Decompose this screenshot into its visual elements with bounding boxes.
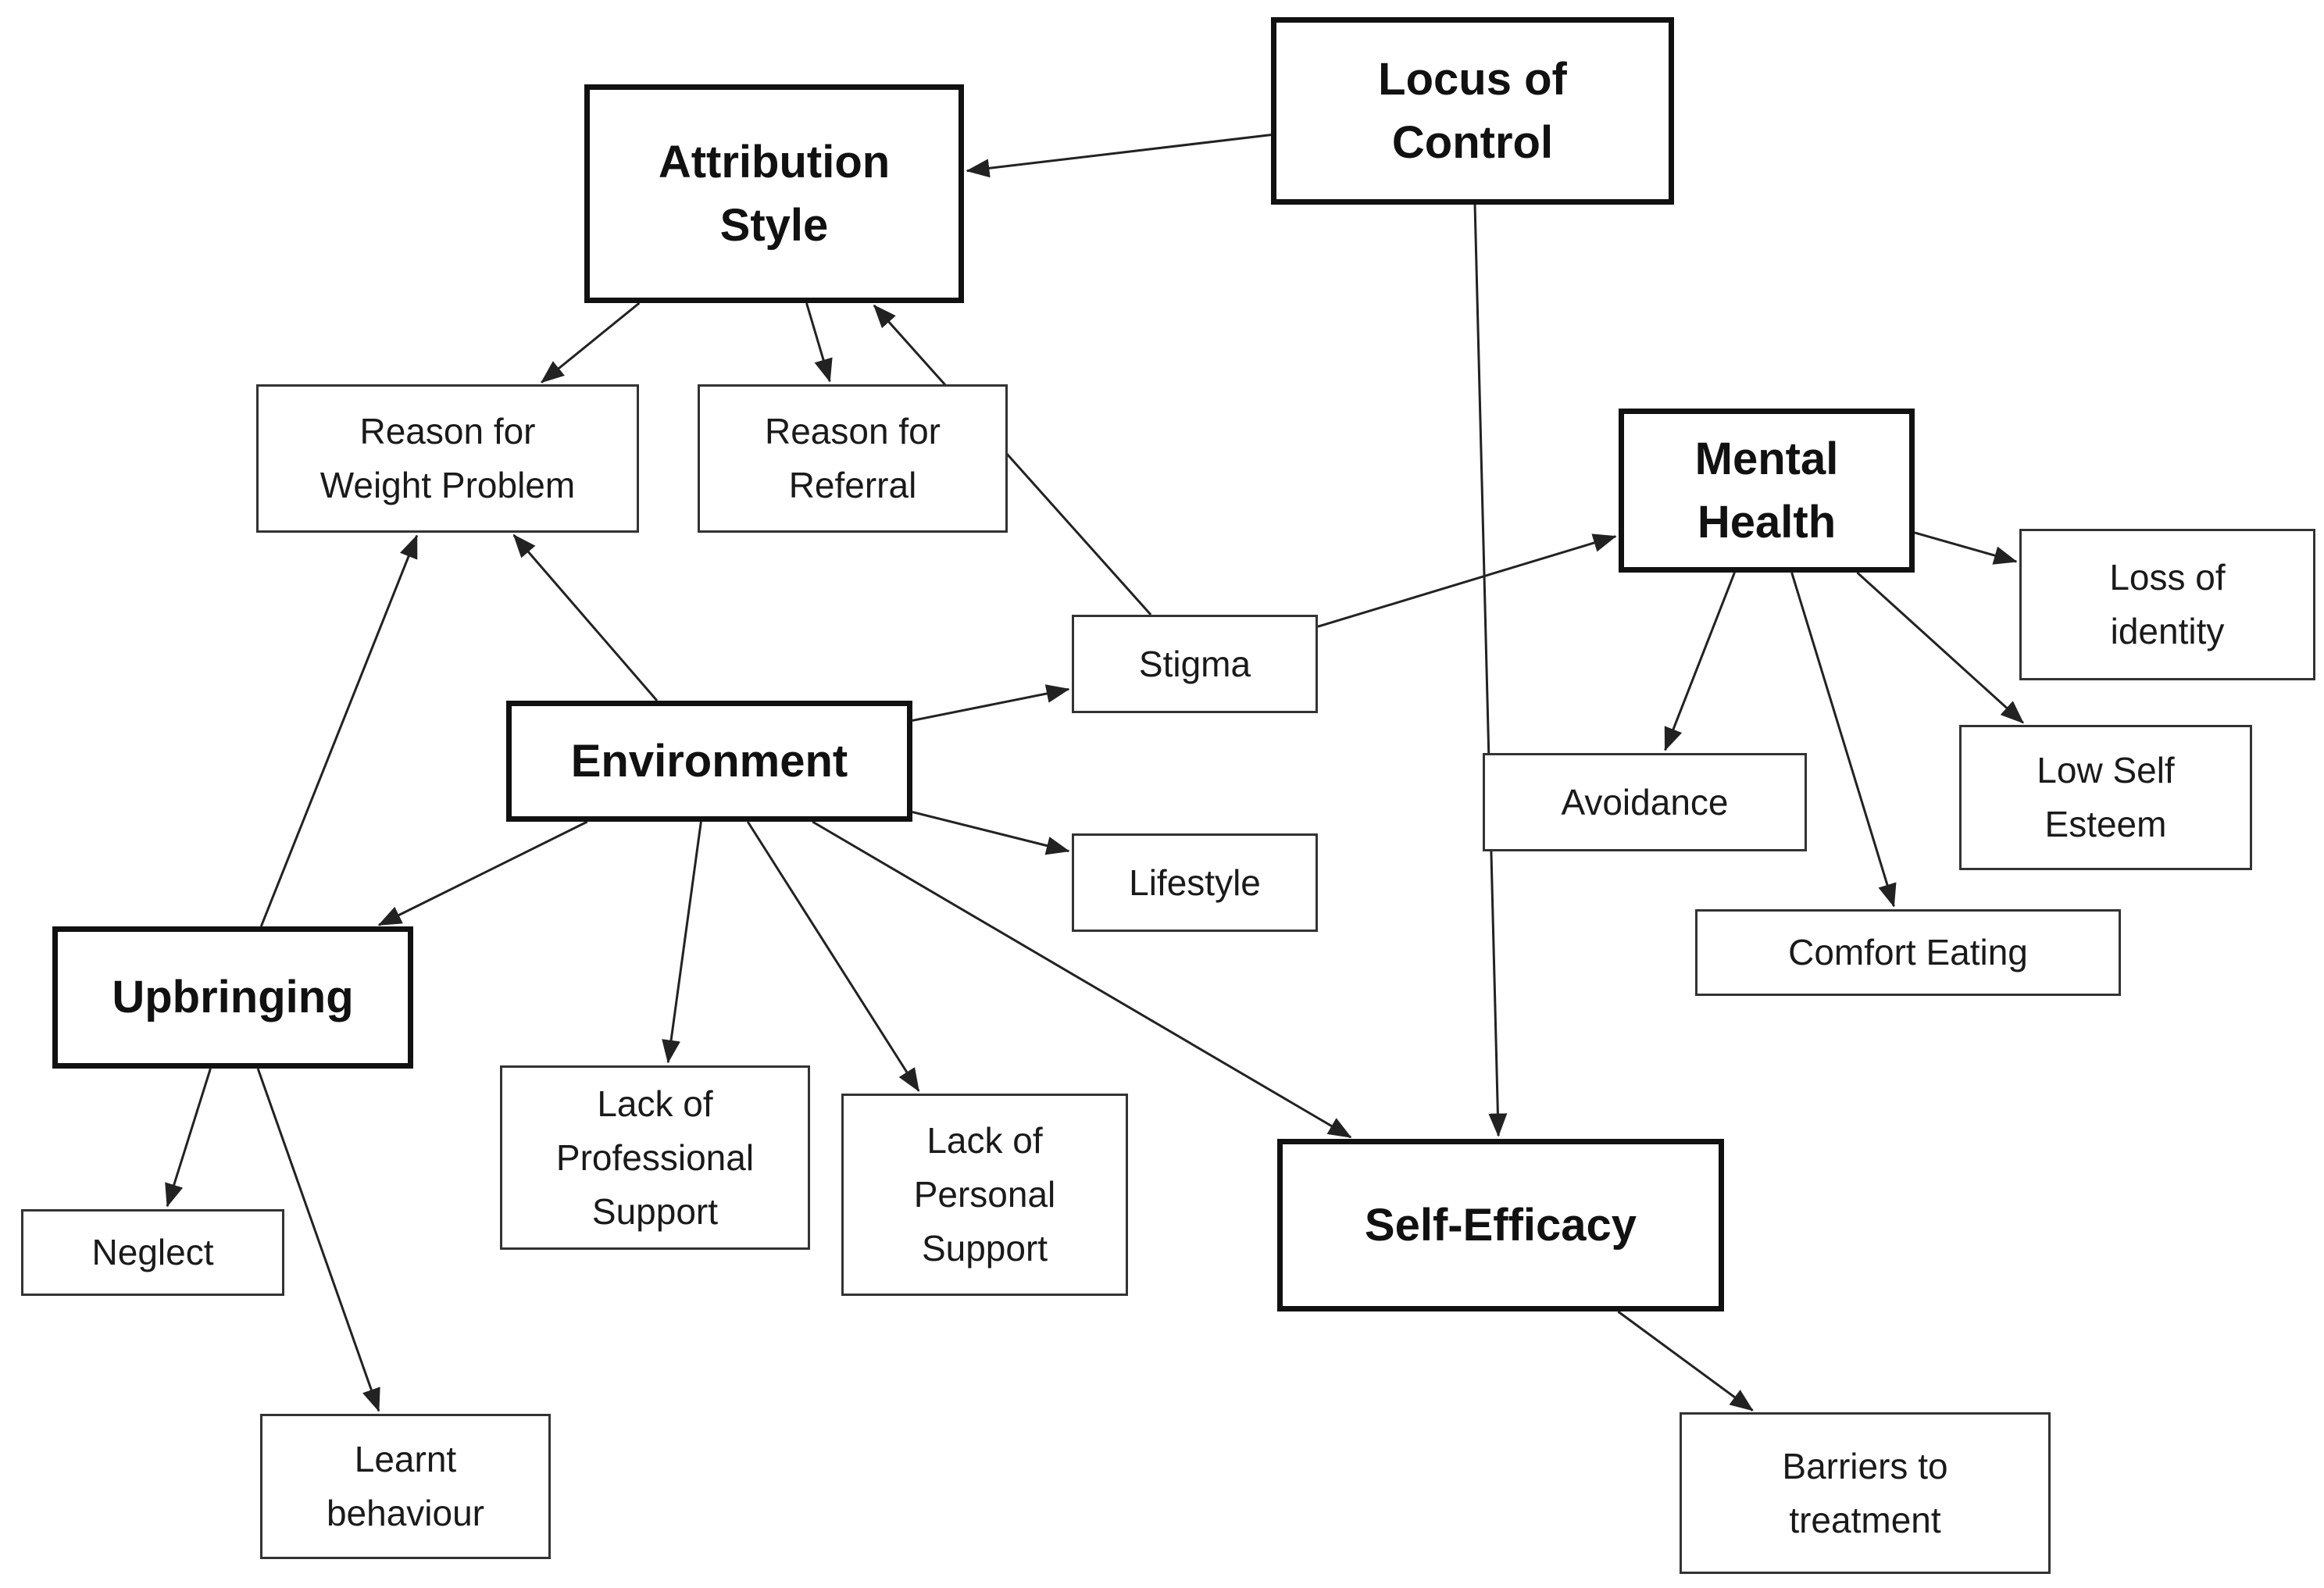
neglect-label: Neglect bbox=[91, 1232, 214, 1272]
learnt-behaviour-label: Learnt behaviour bbox=[326, 1439, 485, 1533]
arrow-locus-of-control-to-attribution-style bbox=[966, 134, 1272, 178]
lack-of-personal-support-node: Lack of Personal Support bbox=[841, 1094, 1128, 1296]
attribution-style-label: Attribution Style bbox=[658, 136, 891, 251]
self-efficacy-node: Self-Efficacy bbox=[1277, 1139, 1724, 1311]
arrow-environment-to-lack-professional bbox=[662, 821, 702, 1064]
environment-node: Environment bbox=[506, 701, 912, 822]
arrow-environment-to-lack-personal bbox=[746, 821, 920, 1092]
arrow-upbringing-to-learnt-behaviour bbox=[256, 1068, 380, 1412]
arrow-environment-to-upbringing bbox=[377, 820, 588, 926]
lack-of-professional-support-node: Lack of Professional Support bbox=[500, 1065, 810, 1250]
arrow-self-efficacy-to-barriers bbox=[1617, 1310, 1754, 1411]
upbringing-node: Upbringing bbox=[52, 926, 413, 1069]
reason-for-weight-problem-node: Reason for Weight Problem bbox=[256, 384, 639, 533]
avoidance-label: Avoidance bbox=[1561, 781, 1729, 823]
lifestyle-node: Lifestyle bbox=[1072, 833, 1318, 932]
arrow-stigma-to-mental-health bbox=[1317, 533, 1617, 628]
mental-health-label: Mental Health bbox=[1694, 433, 1839, 548]
arrow-locus-of-control-to-self-efficacy bbox=[1473, 204, 1508, 1137]
reason-for-referral-label: Reason for Referral bbox=[764, 411, 941, 505]
lack-of-personal-support-label: Lack of Personal Support bbox=[913, 1120, 1056, 1269]
loss-of-identity-node: Loss of identity bbox=[2019, 529, 2315, 680]
low-self-esteem-label: Low Self Esteem bbox=[2037, 750, 2175, 844]
learnt-behaviour-node: Learnt behaviour bbox=[260, 1414, 551, 1559]
arrow-upbringing-to-reason-weight bbox=[259, 534, 419, 927]
arrow-mental-health-to-comfort-eating bbox=[1790, 572, 1897, 908]
edge-group bbox=[165, 134, 2024, 1412]
avoidance-node: Avoidance bbox=[1483, 753, 1807, 851]
arrow-stigma-to-attribution-style bbox=[873, 304, 1152, 616]
lifestyle-label: Lifestyle bbox=[1129, 862, 1261, 903]
mental-health-node: Mental Health bbox=[1619, 409, 1915, 573]
stigma-label: Stigma bbox=[1138, 643, 1251, 684]
barriers-to-treatment-node: Barriers to treatment bbox=[1680, 1412, 2051, 1574]
arrow-environment-to-stigma bbox=[912, 684, 1070, 722]
arrow-attribution-style-to-reason-weight bbox=[541, 302, 641, 384]
comfort-eating-node: Comfort Eating bbox=[1695, 909, 2121, 996]
arrow-mental-health-to-loss-identity bbox=[1914, 531, 2018, 565]
arrow-mental-health-to-avoidance bbox=[1664, 572, 1736, 751]
upbringing-label: Upbringing bbox=[112, 972, 354, 1023]
arrow-upbringing-to-neglect bbox=[165, 1068, 212, 1208]
barriers-to-treatment-label: Barriers to treatment bbox=[1782, 1445, 1948, 1540]
arrow-environment-to-reason-weight bbox=[512, 533, 659, 701]
loss-of-identity-label: Loss of identity bbox=[2109, 557, 2226, 651]
locus-of-control-node: Locus of Control bbox=[1271, 17, 1674, 205]
low-self-esteem-node: Low Self Esteem bbox=[1959, 725, 2252, 870]
comfort-eating-label: Comfort Eating bbox=[1788, 932, 2028, 972]
lack-of-professional-support-label: Lack of Professional Support bbox=[555, 1083, 755, 1232]
arrow-environment-to-self-efficacy bbox=[812, 820, 1352, 1139]
reason-for-referral-node: Reason for Referral bbox=[698, 384, 1008, 533]
reason-for-weight-problem-label: Reason for Weight Problem bbox=[320, 411, 576, 505]
attribution-style-node: Attribution Style bbox=[584, 84, 964, 303]
neglect-node: Neglect bbox=[21, 1209, 284, 1296]
stigma-node: Stigma bbox=[1072, 615, 1318, 713]
arrow-mental-health-to-low-self-esteem bbox=[1856, 571, 2024, 724]
locus-of-control-label: Locus of Control bbox=[1378, 53, 1567, 168]
environment-label: Environment bbox=[570, 735, 848, 787]
self-efficacy-label: Self-Efficacy bbox=[1364, 1199, 1637, 1251]
arrow-environment-to-lifestyle bbox=[912, 811, 1070, 855]
arrow-attribution-style-to-reason-referral bbox=[805, 302, 833, 383]
